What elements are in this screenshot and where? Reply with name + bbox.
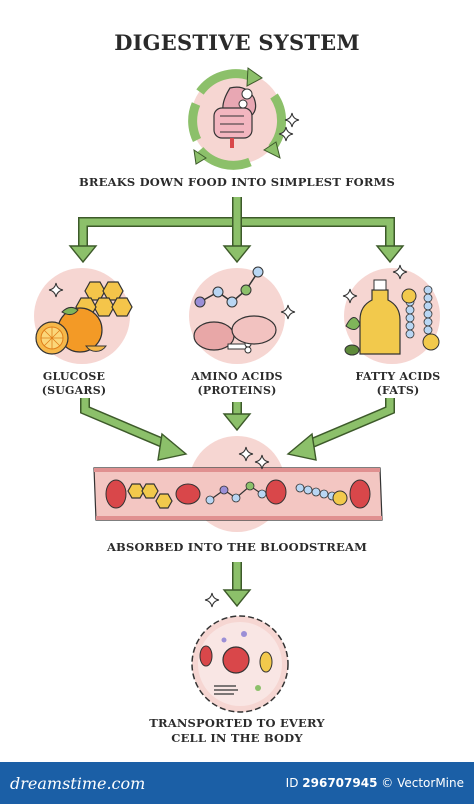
nutrient-type: (SUGARS) — [41, 384, 107, 397]
oil-bottle-icon — [344, 268, 440, 364]
footer-brand-logo[interactable]: dreamstime.com — [10, 774, 146, 793]
sparkle-icon — [204, 592, 220, 608]
orange-honeycomb-icon — [34, 268, 133, 364]
step-transported-line2: CELL IN THE BODY — [171, 731, 303, 745]
nutrient-type: (PROTEINS) — [197, 384, 277, 397]
footer-bar: dreamstime.com ID 296707945 © VectorMine — [0, 762, 474, 804]
converge-arrows — [80, 398, 395, 461]
digestive-organs-icon — [188, 67, 287, 170]
meat-molecule-icon — [189, 266, 285, 364]
footer-id-label: ID — [285, 776, 299, 790]
page-title: DIGESTIVE SYSTEM — [114, 30, 360, 55]
step-breakdown-label: BREAKS DOWN FOOD INTO SIMPLEST FORMS — [78, 175, 396, 189]
footer-image-id: ID 296707945 © VectorMine — [286, 776, 464, 790]
nutrient-type: (FATS) — [376, 384, 420, 397]
nutrient-amino-label: AMINO ACIDS (PROTEINS) — [177, 370, 297, 398]
nutrient-fatty-label: FATTY ACIDS (FATS) — [338, 370, 458, 398]
step-absorbed-label: ABSORBED INTO THE BLOODSTREAM — [106, 540, 368, 554]
nutrient-name: FATTY ACIDS — [355, 370, 441, 383]
body-cell-icon — [191, 615, 289, 713]
nutrient-name: GLUCOSE — [42, 370, 106, 383]
nutrient-glucose-label: GLUCOSE (SUGARS) — [14, 370, 134, 398]
footer-credit: © VectorMine — [381, 776, 464, 790]
step-transported-line1: TRANSPORTED TO EVERY — [149, 716, 325, 730]
nutrient-name: AMINO ACIDS — [191, 370, 283, 383]
step-transported-label: TRANSPORTED TO EVERY CELL IN THE BODY — [120, 716, 354, 746]
footer-id-value: 296707945 — [302, 776, 378, 790]
bloodstream-icon — [93, 436, 383, 532]
down-arrow — [222, 562, 252, 608]
branch-arrows — [68, 197, 405, 264]
sparkle-icon — [284, 112, 300, 128]
